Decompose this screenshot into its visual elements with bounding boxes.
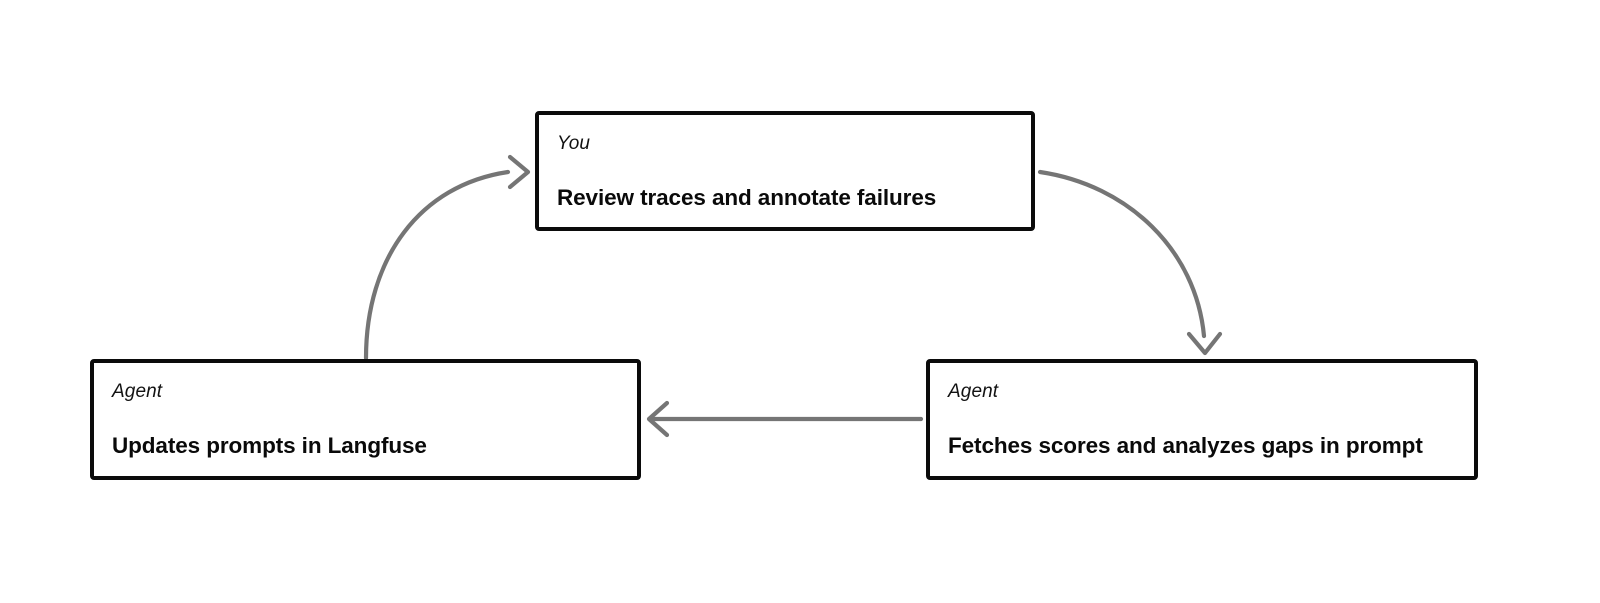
node-agent-updates-prompts[interactable]: Agent Updates prompts in Langfuse xyxy=(90,359,641,480)
node-title-label: Updates prompts in Langfuse xyxy=(112,433,427,458)
edge-top-to-bottom-right xyxy=(1037,169,1223,356)
node-title-label: Fetches scores and analyzes gaps in prom… xyxy=(948,433,1423,458)
node-role-label: Agent xyxy=(112,381,163,402)
edge-bottom-right-to-bottom-left xyxy=(646,400,924,438)
node-you-review-traces[interactable]: You Review traces and annotate failures xyxy=(535,111,1035,231)
node-agent-fetches-scores[interactable]: Agent Fetches scores and analyzes gaps i… xyxy=(926,359,1478,480)
node-role-label: You xyxy=(557,133,591,154)
edge-bottom-left-to-top xyxy=(363,154,531,361)
node-role-label: Agent xyxy=(948,381,999,402)
node-title-label: Review traces and annotate failures xyxy=(557,185,937,210)
